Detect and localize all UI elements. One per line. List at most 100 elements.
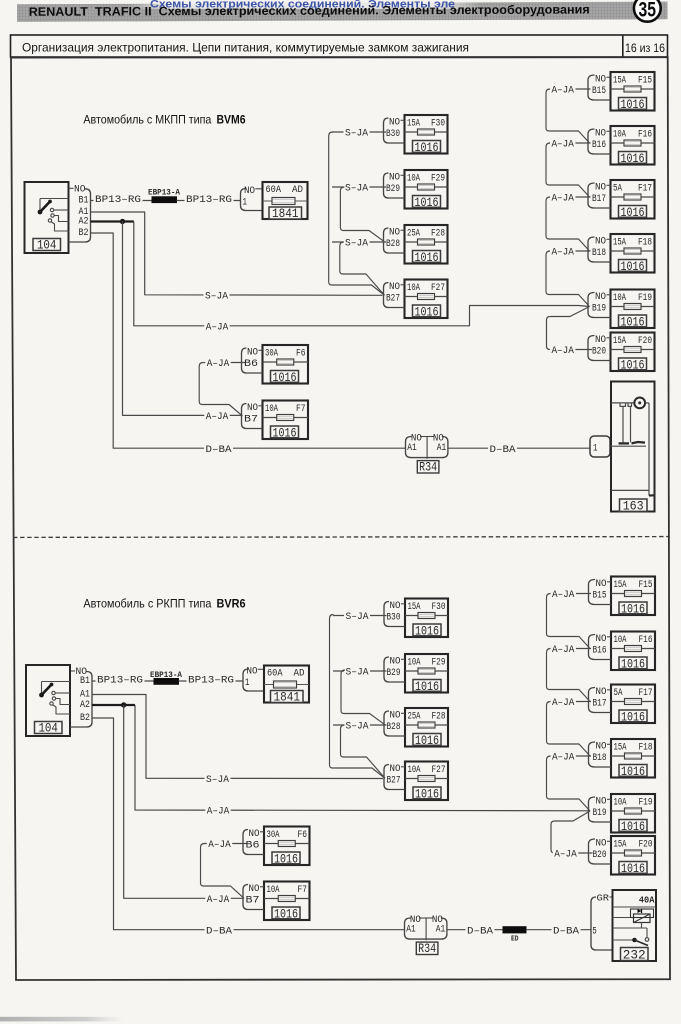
svg-text:NO: NO [389,117,400,129]
svg-text:10A: 10A [614,634,627,646]
svg-text:F28: F28 [431,227,445,239]
svg-text:60A: 60A [266,184,282,196]
svg-text:5A: 5A [614,687,623,699]
svg-text:F7: F7 [296,403,306,415]
svg-text:S–JA: S–JA [206,774,230,786]
svg-text:B17: B17 [593,698,607,710]
svg-text:NO: NO [249,883,260,895]
svg-text:F29: F29 [432,656,446,668]
svg-text:B20: B20 [593,849,607,861]
svg-text:1016: 1016 [273,425,297,440]
svg-text:1841: 1841 [272,206,299,221]
svg-text:A–JA: A–JA [207,358,230,370]
svg-text:NO: NO [596,578,607,590]
svg-text:NO: NO [390,710,401,722]
svg-text:F6: F6 [296,347,306,359]
svg-text:10A: 10A [267,884,280,896]
svg-text:NO: NO [596,741,607,753]
svg-text:A2: A2 [79,216,89,228]
svg-text:232: 232 [623,948,646,963]
svg-text:A–JA: A–JA [551,85,574,97]
svg-text:F30: F30 [432,601,446,613]
svg-text:A–JA: A–JA [552,752,575,764]
svg-text:10A: 10A [613,128,626,140]
svg-text:25A: 25A [407,227,420,239]
svg-text:A–JA: A–JA [207,806,230,818]
svg-text:B19: B19 [593,807,607,819]
svg-text:15A: 15A [614,741,627,753]
svg-text:EBP13-A: EBP13-A [148,187,181,197]
svg-text:F16: F16 [638,128,652,140]
svg-text:1016: 1016 [415,679,439,694]
svg-text:NO: NO [390,763,401,775]
svg-text:10A: 10A [408,656,421,668]
svg-text:10A: 10A [408,764,421,776]
svg-text:F20: F20 [638,335,652,347]
svg-text:NO: NO [247,402,258,414]
svg-text:Схемы электрических соединений: Схемы электрических соединений. Элементы… [150,0,455,11]
svg-text:1: 1 [593,443,598,455]
svg-text:BP13–RG: BP13–RG [97,674,143,686]
svg-text:A–JA: A–JA [551,193,574,205]
svg-text:A–JA: A–JA [551,139,574,151]
svg-text:1016: 1016 [621,205,645,220]
svg-text:F19: F19 [639,796,653,808]
svg-text:B28: B28 [386,238,400,250]
svg-text:A–JA: A–JA [207,894,230,906]
svg-text:B6: B6 [246,840,260,852]
svg-text:F17: F17 [638,182,652,194]
svg-text:B17: B17 [592,193,606,205]
svg-text:AD: AD [292,184,303,196]
svg-text:S–JA: S–JA [345,238,369,250]
svg-text:A–JA: A–JA [554,849,577,861]
svg-text:15A: 15A [614,579,627,591]
svg-text:B16: B16 [592,139,606,151]
svg-text:S–JA: S–JA [346,721,370,733]
svg-text:10A: 10A [407,282,420,294]
svg-text:A1: A1 [437,442,447,454]
svg-text:1016: 1016 [621,764,645,779]
svg-text:A–JA: A–JA [552,697,575,709]
svg-text:163: 163 [623,499,644,514]
svg-text:F20: F20 [639,838,653,850]
svg-text:A–JA: A–JA [206,411,229,423]
svg-text:F15: F15 [639,579,653,591]
svg-text:S–JA: S–JA [346,611,370,623]
svg-text:B1: B1 [80,675,90,687]
svg-text:NO: NO [433,433,444,445]
svg-text:B28: B28 [387,721,401,733]
svg-text:ED: ED [511,936,519,944]
svg-text:NO: NO [389,281,400,293]
svg-text:A1: A1 [407,442,417,454]
svg-text:NO: NO [390,600,401,612]
svg-text:B30: B30 [387,612,401,624]
svg-text:F27: F27 [432,764,446,776]
svg-text:D–BA: D–BA [553,925,580,937]
svg-text:A1: A1 [79,206,89,218]
svg-text:F17: F17 [639,687,653,699]
svg-text:NO: NO [410,914,421,926]
svg-text:NO: NO [596,796,607,808]
svg-text:F6: F6 [298,829,308,841]
svg-text:NO: NO [595,182,606,194]
svg-text:B6: B6 [244,358,258,370]
svg-text:B27: B27 [386,293,400,305]
svg-text:F16: F16 [639,634,653,646]
svg-text:15A: 15A [613,74,626,86]
svg-text:10A: 10A [265,403,278,415]
svg-text:1016: 1016 [273,370,297,385]
svg-text:BVM6: BVM6 [217,113,246,127]
svg-text:NO: NO [389,172,400,184]
svg-text:A1: A1 [406,924,416,936]
svg-text:60A: 60A [267,667,283,679]
svg-text:35: 35 [639,0,657,22]
svg-text:40A: 40A [639,895,655,906]
svg-text:B27: B27 [387,775,401,787]
svg-text:F27: F27 [431,282,445,294]
svg-text:5: 5 [592,925,597,937]
svg-text:B2: B2 [80,712,90,724]
svg-text:NO: NO [247,347,258,359]
svg-text:10A: 10A [407,172,420,184]
svg-text:NO: NO [390,656,401,668]
svg-text:1: 1 [245,677,250,689]
